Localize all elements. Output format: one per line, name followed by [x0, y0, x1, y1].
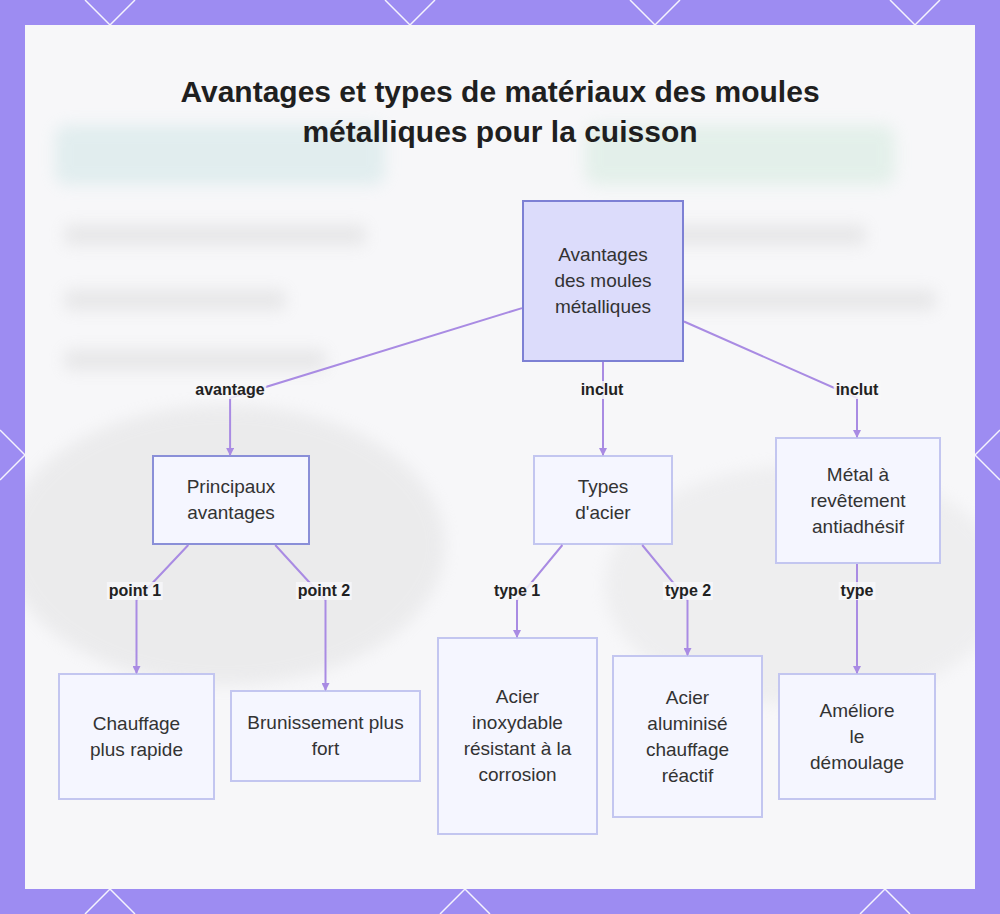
edge-label: type 2: [663, 582, 713, 600]
edge-label: avantage: [193, 381, 266, 399]
connector: [230, 308, 522, 455]
node-text: Avantages des moules métalliques: [542, 242, 664, 320]
edge-label: type: [839, 582, 876, 600]
category-box: Métal à revêtement antiadhésif: [775, 437, 941, 564]
node-text: Types d'acier: [549, 474, 657, 526]
node-text: Améliore le démoulage: [810, 698, 904, 776]
connector: [856, 564, 858, 673]
connector: [602, 362, 604, 455]
connector: [642, 545, 687, 655]
edge-label: inclut: [834, 381, 881, 399]
leaf-box: Acier aluminisé chauffage réactif: [612, 655, 763, 818]
leaf-box: Chauffage plus rapide: [58, 673, 215, 800]
diagram-title: Avantages et types de matériaux des moul…: [150, 72, 850, 152]
node-text: Métal à revêtement antiadhésif: [793, 462, 923, 540]
leaf-box: Acier inoxydable résistant à la corrosio…: [437, 637, 598, 835]
node-text: Acier aluminisé chauffage réactif: [630, 685, 745, 789]
connector: [684, 322, 857, 438]
category-box: Principaux avantages: [152, 455, 310, 545]
node-text: Principaux avantages: [168, 474, 294, 526]
connector: [137, 545, 189, 673]
node-text: Acier inoxydable résistant à la corrosio…: [457, 684, 578, 788]
edge-label: point 2: [296, 582, 352, 600]
node-text: Brunissement plus fort: [244, 710, 407, 762]
edge-label: type 1: [492, 582, 542, 600]
connector: [275, 545, 325, 690]
edge-label: inclut: [579, 381, 626, 399]
edge-label: point 1: [107, 582, 163, 600]
category-box: Types d'acier: [533, 455, 673, 545]
node-text: Chauffage plus rapide: [90, 711, 183, 763]
leaf-box: Brunissement plus fort: [230, 690, 421, 782]
leaf-box: Améliore le démoulage: [778, 673, 936, 800]
root-box: Avantages des moules métalliques: [522, 200, 684, 362]
